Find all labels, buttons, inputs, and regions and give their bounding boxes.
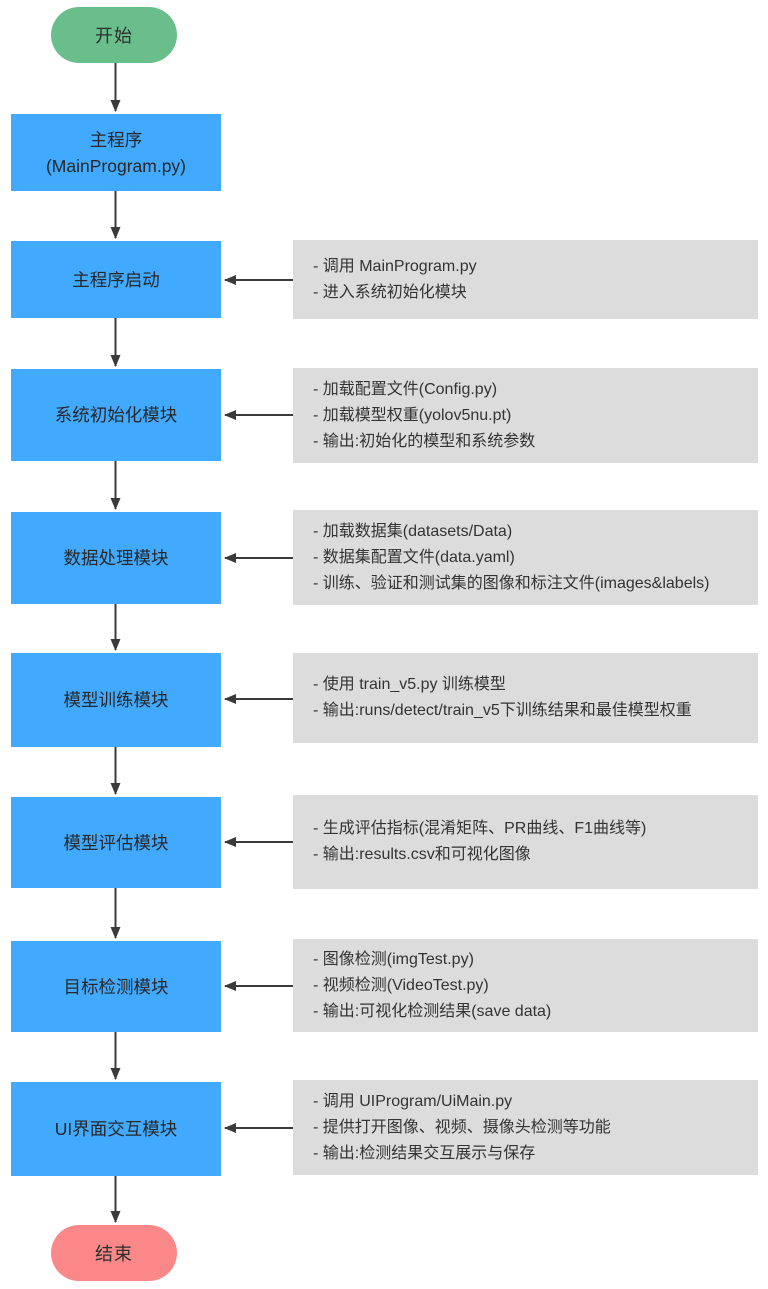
end-node: 结束 xyxy=(51,1225,177,1281)
node-model-evaluation-label: 模型评估模块 xyxy=(63,832,169,853)
note-line: - 使用 train_v5.py 训练模型 xyxy=(313,676,506,693)
note-line: - 视频检测(VideoTest.py) xyxy=(313,976,489,994)
node-object-detection: 目标检测模块 xyxy=(11,941,221,1032)
node-main-program: 主程序 (MainProgram.py) xyxy=(11,114,221,191)
node-system-init-label: 系统初始化模块 xyxy=(54,405,178,425)
node-model-evaluation: 模型评估模块 xyxy=(11,797,221,888)
note-model-training: - 使用 train_v5.py 训练模型 - 输出:runs/detect/t… xyxy=(293,653,758,743)
end-node-label: 结束 xyxy=(95,1244,133,1264)
node-main-program-label-line1: 主程序 xyxy=(89,129,143,150)
node-ui-interaction-label: UI界面交互模块 xyxy=(54,1119,178,1139)
start-node-label: 开始 xyxy=(95,26,133,46)
note-line: - 生成评估指标(混淆矩阵、PR曲线、F1曲线等) xyxy=(313,820,647,837)
node-data-processing: 数据处理模块 xyxy=(11,512,221,604)
note-line: - 调用 MainProgram.py xyxy=(313,257,477,275)
node-startup: 主程序启动 xyxy=(11,241,221,318)
note-line: - 输出:检测结果交互展示与保存 xyxy=(313,1144,536,1162)
node-ui-interaction: UI界面交互模块 xyxy=(11,1082,221,1176)
note-line: - 加载配置文件(Config.py) xyxy=(313,380,498,398)
note-line: - 加载模型权重(yolov5nu.pt) xyxy=(313,406,512,424)
note-line: - 提供打开图像、视频、摄像头检测等功能 xyxy=(313,1118,611,1136)
node-startup-label: 主程序启动 xyxy=(72,269,160,290)
node-main-program-label-line2: (MainProgram.py) xyxy=(45,155,187,176)
note-line: - 加载数据集(datasets/Data) xyxy=(313,522,513,540)
node-data-processing-label: 数据处理模块 xyxy=(63,548,169,568)
note-data-processing: - 加载数据集(datasets/Data) - 数据集配置文件(data.ya… xyxy=(293,510,758,605)
note-line: - 输出:runs/detect/train_v5下训练结果和最佳模型权重 xyxy=(313,702,692,719)
start-node: 开始 xyxy=(51,7,177,63)
note-line: - 输出:results.csv和可视化图像 xyxy=(313,846,531,863)
note-line: - 图像检测(imgTest.py) xyxy=(313,950,474,968)
note-line: - 数据集配置文件(data.yaml) xyxy=(313,548,515,566)
note-object-detection: - 图像检测(imgTest.py) - 视频检测(VideoTest.py) … xyxy=(293,939,758,1032)
node-object-detection-label: 目标检测模块 xyxy=(63,976,169,997)
note-system-init: - 加载配置文件(Config.py) - 加载模型权重(yolov5nu.pt… xyxy=(293,368,758,463)
note-line: - 调用 UIProgram/UiMain.py xyxy=(313,1092,513,1110)
note-ui-interaction: - 调用 UIProgram/UiMain.py - 提供打开图像、视频、摄像头… xyxy=(293,1080,758,1175)
note-line: - 输出:初始化的模型和系统参数 xyxy=(313,432,536,450)
node-model-training: 模型训练模块 xyxy=(11,653,221,747)
note-line: - 输出:可视化检测结果(save data) xyxy=(313,1002,552,1020)
note-line: - 进入系统初始化模块 xyxy=(313,283,467,301)
node-model-training-label: 模型训练模块 xyxy=(63,690,169,710)
note-model-evaluation: - 生成评估指标(混淆矩阵、PR曲线、F1曲线等) - 输出:results.c… xyxy=(293,795,758,889)
note-line: - 训练、验证和测试集的图像和标注文件(images&labels) xyxy=(313,574,710,592)
note-startup: - 调用 MainProgram.py - 进入系统初始化模块 xyxy=(293,240,758,319)
node-system-init: 系统初始化模块 xyxy=(11,369,221,461)
